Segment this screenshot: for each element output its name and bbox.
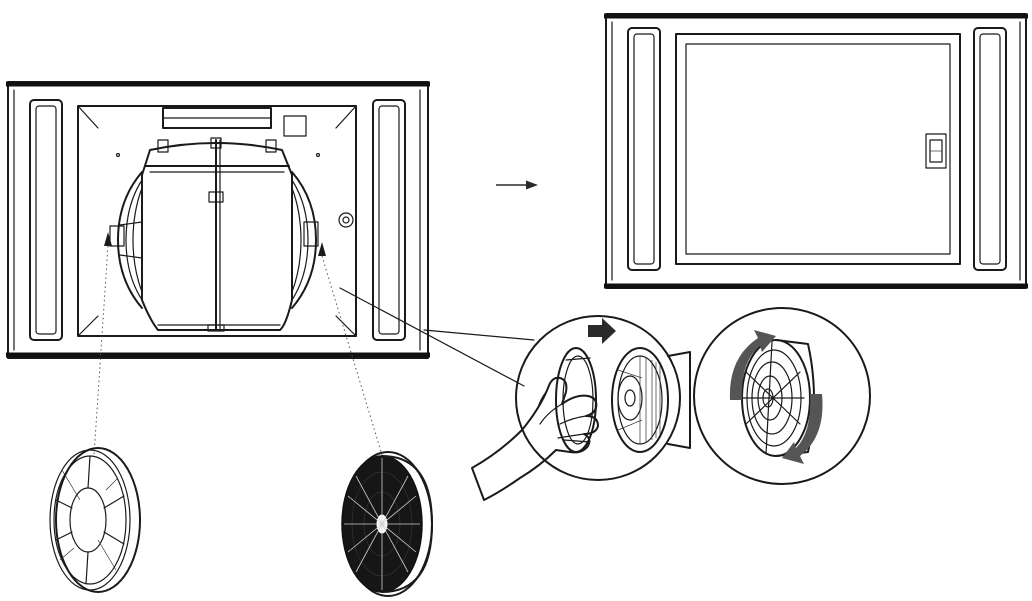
filter-location-arrows <box>93 232 383 456</box>
filter-in-hand <box>555 347 597 453</box>
fan-hub <box>611 347 691 453</box>
push-arrow-icon <box>588 318 616 344</box>
carbon-filter <box>49 447 141 593</box>
detail-push-filter <box>471 315 691 501</box>
mesh-grease-filter <box>341 451 433 597</box>
filter-mesh-close-up <box>741 339 815 457</box>
right-arrow-icon <box>496 180 538 190</box>
right-side-panel <box>973 27 1007 271</box>
rotation-arrows-icon <box>729 330 823 464</box>
detail-callout <box>339 287 535 387</box>
right-side-panel <box>372 99 406 341</box>
front-cover-panel <box>675 33 961 265</box>
hood-interior-view <box>6 81 430 456</box>
hand-icon <box>471 376 599 501</box>
left-side-panel <box>627 27 661 271</box>
detail-rotate-filter <box>693 307 871 485</box>
motor-housing <box>141 137 293 332</box>
right-fan-grill <box>291 171 354 309</box>
left-side-panel <box>29 99 63 341</box>
left-fan-grill <box>109 171 143 309</box>
hood-closed-view <box>604 13 1028 289</box>
